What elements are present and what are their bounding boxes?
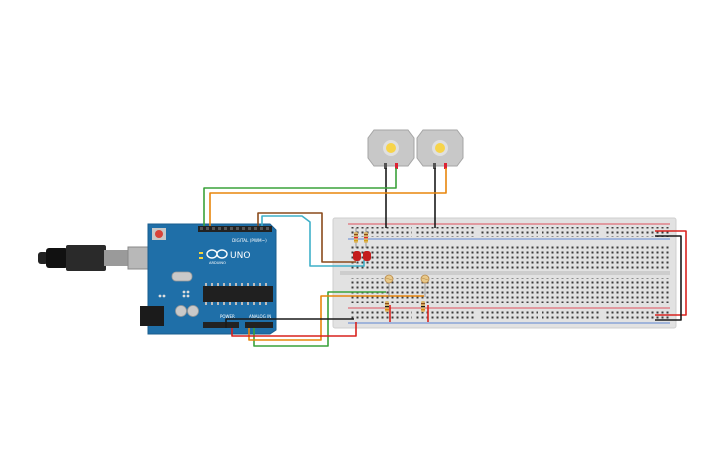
crystal [171, 271, 193, 282]
led-red-2[interactable] [363, 251, 371, 261]
arduino-logo [206, 249, 228, 259]
digital-header[interactable] [198, 226, 272, 232]
resistor-3[interactable] [385, 301, 389, 312]
resistor-2[interactable] [364, 228, 368, 248]
photoresistor-2[interactable] [420, 274, 430, 297]
breadboard[interactable] [332, 217, 677, 329]
resistor-4[interactable] [421, 301, 425, 312]
usb-cable[interactable] [38, 245, 165, 271]
digital-label: DIGITAL (PWM~) [232, 238, 267, 243]
wire-rail-red[interactable] [655, 230, 687, 316]
wire-led1-brown[interactable] [257, 212, 356, 263]
atmega-chip [203, 286, 273, 302]
bottom-power-rail[interactable] [350, 311, 670, 321]
bottom-terminal-strip[interactable] [350, 278, 670, 303]
wire-power-red[interactable] [231, 322, 357, 337]
analog-label: ANALOG IN [249, 314, 271, 319]
power-label: POWER [220, 314, 235, 319]
board-brand: ARDUINO [209, 261, 226, 265]
dc-motor-2[interactable] [416, 129, 464, 169]
photoresistor-1[interactable] [384, 274, 394, 297]
wire-ground-black[interactable] [225, 318, 354, 328]
power-header[interactable] [203, 322, 239, 328]
wire-motor2-orange[interactable] [209, 168, 447, 226]
wire-motor1-green[interactable] [203, 168, 397, 226]
dc-motor-1[interactable] [367, 129, 415, 169]
top-terminal-strip[interactable] [350, 244, 670, 269]
board-model: UNO [230, 251, 250, 261]
power-jack[interactable] [140, 306, 164, 326]
resistor-1[interactable] [354, 228, 358, 248]
wire-rail-black[interactable] [655, 235, 682, 321]
analog-header[interactable] [245, 322, 273, 328]
led-red-1[interactable] [353, 251, 361, 261]
top-power-rail[interactable] [350, 227, 670, 237]
arduino-uno-board[interactable]: DIGITAL (PWM~) UNO ARDUINO [140, 223, 277, 335]
wire-led2-cyan[interactable] [261, 215, 365, 267]
